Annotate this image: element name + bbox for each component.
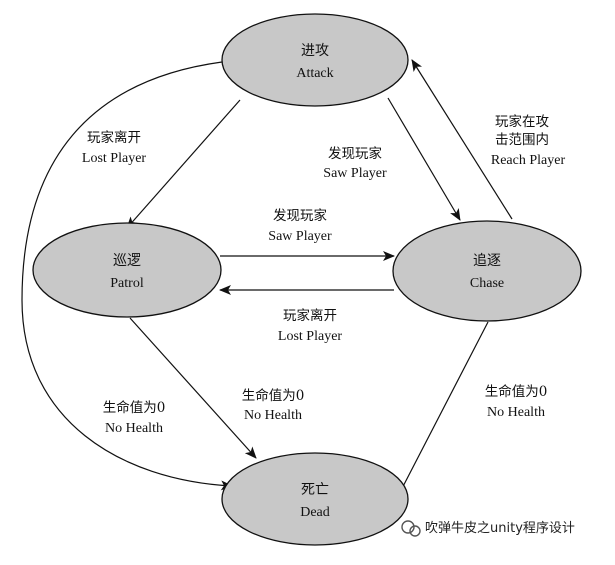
edge-attack-to-patrol bbox=[126, 99, 241, 229]
label-patrol-to-dead-cn: 生命值为0 bbox=[242, 387, 305, 404]
watermark: 吹弹牛皮之unity程序设计 bbox=[401, 520, 575, 537]
state-patrol: 巡逻 Patrol bbox=[32, 222, 222, 318]
state-attack-cn: 进攻 bbox=[301, 43, 329, 59]
label-chase-to-patrol-en: Lost Player bbox=[278, 329, 342, 344]
label-patrol-to-dead-en: No Health bbox=[244, 408, 302, 423]
label-attack-to-patrol-en: Lost Player bbox=[82, 151, 146, 166]
state-dead-en: Dead bbox=[300, 505, 330, 520]
label-chase-to-attack-cn2: 击范围内 bbox=[495, 132, 549, 148]
label-chase-to-dead-cn: 生命值为0 bbox=[485, 383, 548, 400]
label-chase-to-attack: 玩家在攻 击范围内 Reach Player bbox=[491, 113, 566, 168]
label-patrol-to-dead: 生命值为0 No Health bbox=[242, 387, 305, 423]
state-attack: 进攻 Attack bbox=[221, 13, 409, 107]
label-attack-to-chase-cn: 发现玩家 bbox=[328, 145, 382, 162]
state-chase: 追逐 Chase bbox=[392, 220, 582, 322]
state-patrol-cn: 巡逻 bbox=[113, 253, 141, 269]
label-patrol-to-chase: 发现玩家 Saw Player bbox=[268, 207, 332, 244]
state-dead-cn: 死亡 bbox=[301, 482, 329, 498]
state-attack-en: Attack bbox=[296, 66, 333, 81]
watermark-icon bbox=[401, 520, 421, 537]
label-chase-to-patrol: 玩家离开 Lost Player bbox=[278, 307, 342, 344]
label-attack-to-chase: 发现玩家 Saw Player bbox=[323, 145, 387, 181]
state-patrol-en: Patrol bbox=[110, 276, 144, 291]
edge-attack-to-chase bbox=[387, 97, 461, 221]
label-patrol-to-chase-cn: 发现玩家 bbox=[273, 207, 327, 224]
state-chase-en: Chase bbox=[470, 276, 504, 291]
label-chase-to-attack-cn1: 玩家在攻 bbox=[495, 113, 549, 130]
edge-attack-to-dead bbox=[21, 61, 233, 491]
label-patrol-to-chase-en: Saw Player bbox=[268, 229, 332, 244]
label-chase-to-dead: 生命值为0 No Health bbox=[485, 383, 548, 420]
watermark-text: 吹弹牛皮之unity程序设计 bbox=[425, 521, 575, 536]
label-chase-to-patrol-cn: 玩家离开 bbox=[283, 307, 337, 324]
label-chase-to-attack-en: Reach Player bbox=[491, 153, 566, 168]
state-dead: 死亡 Dead bbox=[221, 452, 409, 546]
label-attack-to-dead-en: No Health bbox=[105, 421, 163, 436]
label-chase-to-dead-en: No Health bbox=[487, 405, 545, 420]
label-attack-to-dead-cn: 生命值为0 bbox=[103, 399, 166, 416]
state-chase-cn: 追逐 bbox=[473, 253, 501, 269]
label-attack-to-patrol-cn: 玩家离开 bbox=[87, 129, 141, 146]
edge-patrol-to-dead bbox=[129, 317, 257, 459]
label-attack-to-patrol: 玩家离开 Lost Player bbox=[82, 129, 146, 166]
label-attack-to-chase-en: Saw Player bbox=[323, 166, 387, 181]
label-attack-to-dead: 生命值为0 No Health bbox=[103, 399, 166, 436]
edge-chase-to-dead bbox=[395, 321, 489, 501]
edge-chase-to-attack bbox=[411, 59, 513, 220]
